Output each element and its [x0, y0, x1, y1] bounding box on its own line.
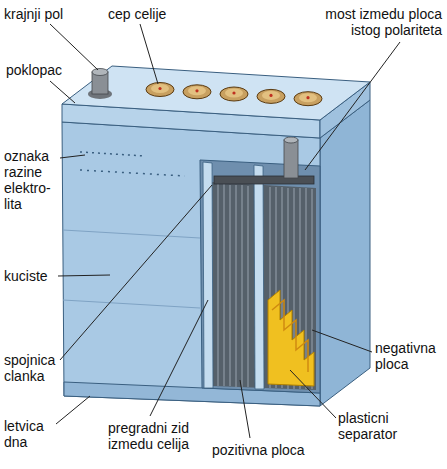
part-label: pozitivna ploca	[212, 442, 327, 458]
rib	[63, 230, 200, 238]
level-mark	[80, 170, 185, 176]
housing-front	[62, 122, 320, 406]
part-label: oznaka razine elektro- lita	[4, 148, 66, 212]
level-mark	[80, 152, 145, 156]
cutaway	[200, 160, 320, 393]
part-label: negativna ploca	[375, 340, 443, 372]
terminal-post	[284, 140, 298, 178]
rib	[63, 300, 200, 308]
leader-lines	[50, 24, 400, 438]
part-label: most izmedu ploca istog polariteta	[300, 6, 442, 38]
part-label: krajnji pol	[4, 6, 94, 22]
plate-bridge	[214, 176, 314, 184]
part-label: poklopac	[6, 62, 86, 78]
cell-wall	[254, 165, 264, 389]
part-label: letvica dna	[4, 418, 64, 450]
housing-side	[320, 100, 370, 406]
terminal-top	[92, 69, 108, 76]
part-label: plasticni separator	[338, 410, 418, 442]
separator-fold	[272, 300, 308, 372]
terminal-top	[284, 137, 298, 143]
part-label: spojnica clanka	[4, 352, 74, 384]
lid-top	[62, 66, 370, 120]
part-label: kuciste	[4, 268, 84, 284]
cell-caps	[146, 83, 322, 106]
part-label: cep celije	[108, 6, 198, 22]
cell-wall	[203, 162, 213, 388]
part-label: pregradni zid izmedu celija	[108, 420, 213, 452]
